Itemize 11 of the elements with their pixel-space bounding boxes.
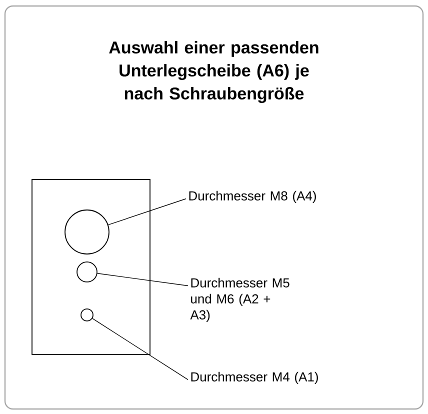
hole-circle [76, 262, 98, 282]
leader-line [108, 198, 186, 226]
callout-label: Durchmesser M5 und M6 (A2 + A3) [190, 278, 290, 322]
washer-plate [32, 179, 150, 355]
leader-line [97, 273, 188, 286]
callout-label: Durchmesser M4 (A1) [191, 372, 318, 384]
leader-line [92, 318, 188, 380]
hole-circle [64, 210, 110, 254]
title: Auswahl einer passenden Unterlegscheibe (A6) je nach Schraubengröße [109, 41, 318, 103]
callout-label: Durchmesser M8 (A4) [189, 190, 316, 204]
hole-circle [80, 308, 94, 322]
